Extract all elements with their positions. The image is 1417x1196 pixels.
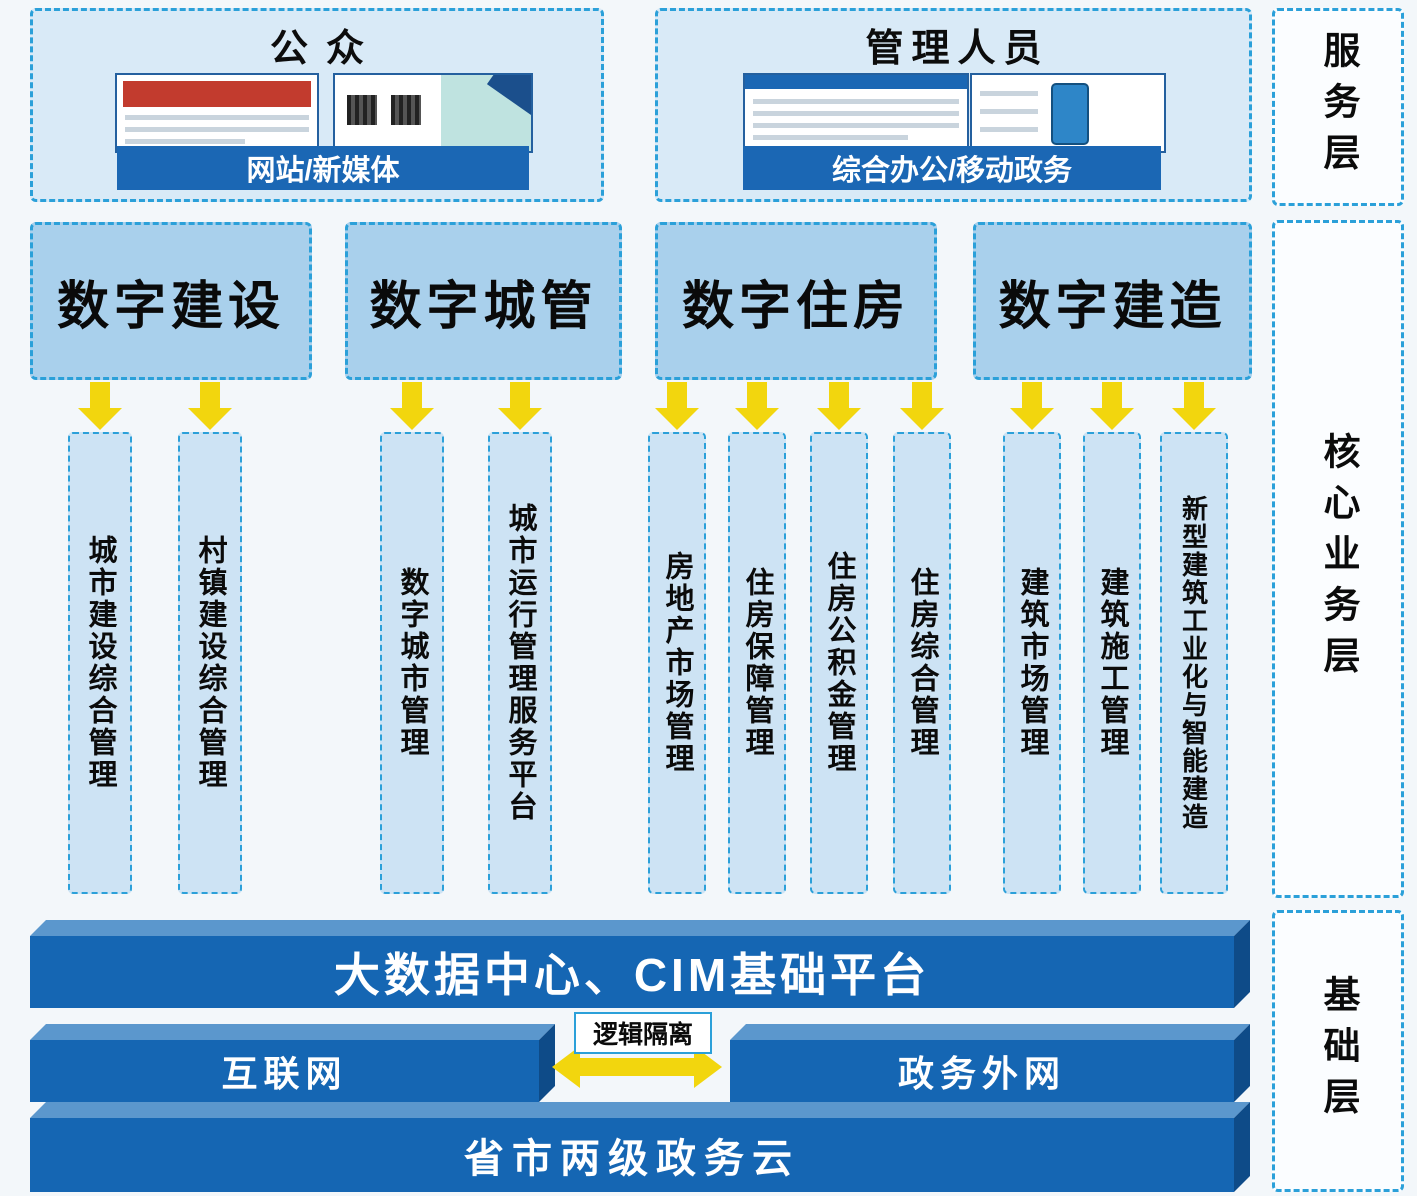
layer-service-label: 服务层 — [1318, 30, 1359, 184]
layer-foundation-label: 基础层 — [1318, 974, 1359, 1128]
module-label: 住房公积金管理 — [823, 551, 855, 775]
down-arrow — [655, 382, 699, 430]
module-column: 城市运行管理服务平台 — [488, 432, 552, 894]
layer-foundation: 基础层 — [1272, 910, 1404, 1192]
down-arrow — [498, 382, 542, 430]
layer-service: 服务层 — [1272, 8, 1404, 206]
internet-label: 互联网 — [221, 1053, 348, 1094]
module-label: 城市运行管理服务平台 — [504, 503, 536, 823]
module-label: 建筑施工管理 — [1096, 567, 1128, 759]
module-column: 新型建筑工业化与智能建造 — [1160, 432, 1228, 894]
module-label: 城市建设综合管理 — [84, 535, 116, 791]
module-column: 住房综合管理 — [893, 432, 951, 894]
gov-cloud-label: 省市两级政务云 — [464, 1137, 800, 1181]
arrow-shaft — [580, 1058, 694, 1076]
module-label: 住房综合管理 — [906, 567, 938, 759]
module-label: 村镇建设综合管理 — [194, 535, 226, 791]
internet-bar: 互联网 — [30, 1024, 555, 1102]
domain-digital-building: 数字建造 — [973, 222, 1252, 380]
module-label: 房地产市场管理 — [661, 551, 693, 775]
down-arrow — [900, 382, 944, 430]
module-label: 新型建筑工业化与智能建造 — [1178, 495, 1209, 831]
domain-digital-construction: 数字建设 — [30, 222, 312, 380]
public-access-box: 公众 网站/新媒体 — [30, 8, 604, 202]
public-channel-label: 网站/新媒体 — [246, 155, 400, 187]
public-title: 公众 — [269, 28, 382, 70]
down-arrow — [735, 382, 779, 430]
layer-core-business-label: 核心业务层 — [1318, 431, 1359, 687]
admin-access-box: 管理人员 综合办公/移动政务 — [655, 8, 1252, 202]
down-arrow — [1010, 382, 1054, 430]
bigdata-cim-platform-label: 大数据中心、CIM基础平台 — [333, 949, 931, 1001]
down-arrow — [188, 382, 232, 430]
module-label: 住房保障管理 — [741, 567, 773, 759]
module-label: 建筑市场管理 — [1016, 567, 1048, 759]
mobile-gov-app-screenshot — [970, 73, 1166, 153]
module-label: 数字城市管理 — [396, 567, 428, 759]
bigdata-cim-platform-bar: 大数据中心、CIM基础平台 — [30, 920, 1250, 1008]
module-column: 城市建设综合管理 — [68, 432, 132, 894]
domain-digital-construction-label: 数字建设 — [56, 277, 285, 336]
domain-digital-urban-management-label: 数字城管 — [369, 277, 598, 336]
module-column: 建筑市场管理 — [1003, 432, 1061, 894]
down-arrow — [817, 382, 861, 430]
down-arrow — [1090, 382, 1134, 430]
module-column: 数字城市管理 — [380, 432, 444, 894]
down-arrow — [1172, 382, 1216, 430]
admin-channel-label: 综合办公/移动政务 — [831, 155, 1073, 187]
domain-digital-urban-management: 数字城管 — [345, 222, 622, 380]
module-column: 住房保障管理 — [728, 432, 786, 894]
qr-codes-blueprint-screenshot — [333, 73, 533, 153]
gov-extranet-bar: 政务外网 — [730, 1024, 1250, 1102]
logical-isolation-label: 逻辑隔离 — [592, 1021, 693, 1049]
office-system-screenshot — [743, 73, 969, 153]
module-column: 村镇建设综合管理 — [178, 432, 242, 894]
domain-digital-building-label: 数字建造 — [998, 277, 1227, 336]
gov-cloud-bar: 省市两级政务云 — [30, 1102, 1250, 1192]
government-website-screenshot — [115, 73, 319, 153]
down-arrow — [78, 382, 122, 430]
domain-digital-housing-label: 数字住房 — [681, 277, 910, 336]
down-arrow — [390, 382, 434, 430]
public-channel-bar: 网站/新媒体 — [117, 146, 529, 190]
module-column: 房地产市场管理 — [648, 432, 706, 894]
admin-channel-bar: 综合办公/移动政务 — [743, 146, 1161, 190]
layer-core-business: 核心业务层 — [1272, 220, 1404, 898]
module-column: 建筑施工管理 — [1083, 432, 1141, 894]
admin-title: 管理人员 — [865, 28, 1050, 70]
gov-extranet-label: 政务外网 — [897, 1053, 1066, 1094]
module-column: 住房公积金管理 — [810, 432, 868, 894]
logical-isolation-badge: 逻辑隔离 — [574, 1012, 712, 1054]
domain-digital-housing: 数字住房 — [655, 222, 937, 380]
